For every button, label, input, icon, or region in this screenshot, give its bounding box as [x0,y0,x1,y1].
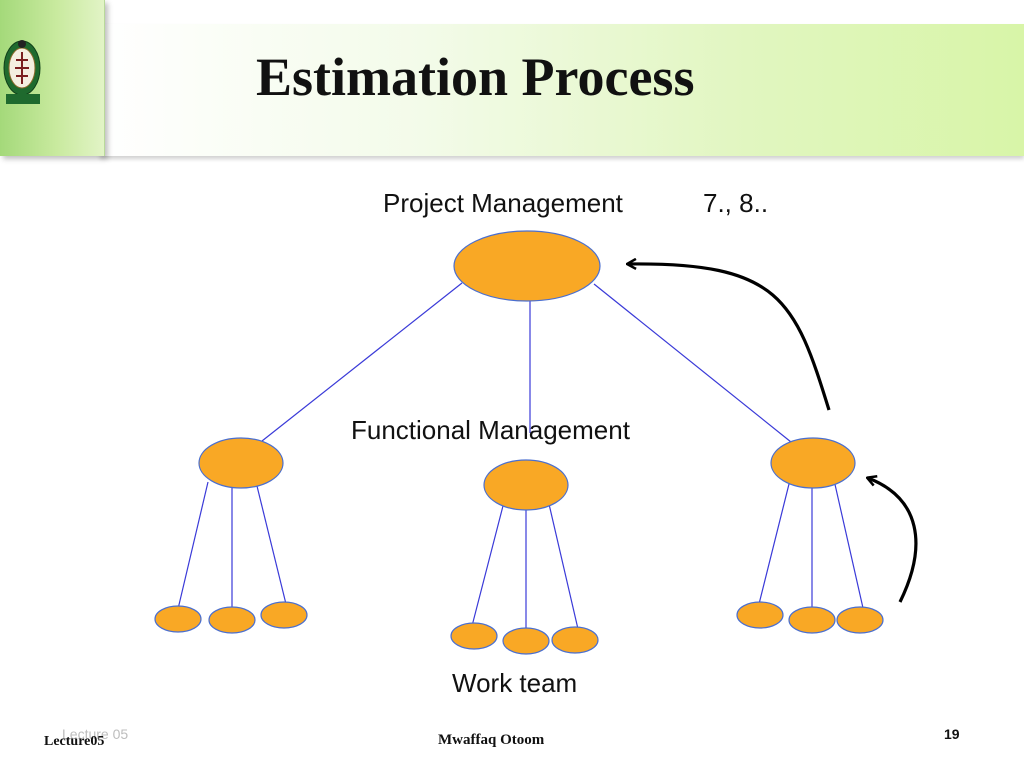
footer-page-number: 19 [944,726,960,742]
slide-title: Estimation Process [256,47,695,107]
connector-right-3 [833,479,864,609]
node-project-management [453,230,601,302]
node-functional-left [198,437,284,489]
nodes [154,230,884,655]
footer-placeholder-text: Lecture 05 [62,726,129,742]
logo-panel [0,0,105,156]
node-work-right-3 [836,606,884,634]
label-references: 7., 8.. [703,188,769,218]
connector-center-3 [548,503,579,630]
connector-left-3 [255,481,287,605]
connector-top-left [261,282,463,442]
connector-left-1 [177,481,209,610]
node-functional-right [770,437,856,489]
bottom-connectors [177,479,864,630]
footer-lecture: Lecture05 [44,734,105,749]
node-work-center-3 [551,626,599,654]
node-work-center-2 [502,627,550,655]
top-connectors [261,282,792,443]
node-functional-center [483,459,569,511]
label-project-management: Project Management [383,188,623,218]
node-work-left-2 [208,606,256,634]
connector-right-1 [758,479,791,605]
arrow-work-to-functional [868,478,918,603]
connector-center-1 [471,501,505,627]
node-work-center-1 [450,622,498,650]
university-seal-icon [3,40,41,104]
header-band [100,24,1024,156]
connector-top-right [593,283,792,443]
node-work-right-2 [788,606,836,634]
footer-author: Mwaffaq Otoom [438,732,545,748]
node-work-right-1 [736,601,784,629]
node-work-left-3 [260,601,308,629]
arrow-functional-to-project [628,264,831,411]
node-work-left-1 [154,605,202,633]
label-work-team: Work team [452,668,578,698]
label-functional-management: Functional Management [351,415,630,445]
